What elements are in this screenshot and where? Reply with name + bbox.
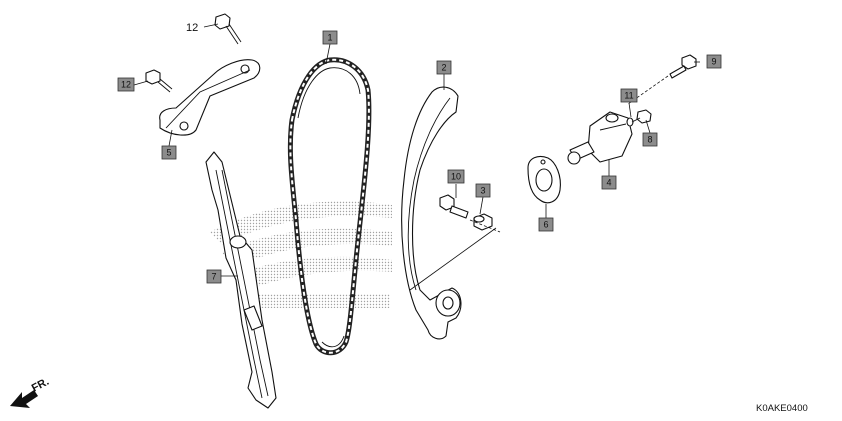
svg-text:10: 10 xyxy=(451,172,461,182)
collar-3 xyxy=(473,213,493,231)
cam-chain-1 xyxy=(287,57,372,356)
tensioner-lifter-4 xyxy=(567,111,633,165)
gasket-6 xyxy=(527,155,561,204)
svg-text:4: 4 xyxy=(606,178,611,188)
callout-2: 2 xyxy=(436,60,452,75)
svg-text:2: 2 xyxy=(441,63,446,73)
callout-6: 6 xyxy=(538,217,554,232)
bolt-10 xyxy=(439,194,469,219)
leader-lines xyxy=(133,23,700,277)
callout-1: 1 xyxy=(322,30,338,45)
callout-8: 8 xyxy=(642,132,658,147)
callout-4: 4 xyxy=(601,175,617,190)
svg-text:7: 7 xyxy=(211,272,216,282)
direction-label: FR. xyxy=(30,376,51,395)
callout-10: 10 xyxy=(447,169,465,184)
diagram-code: K0AKE0400 xyxy=(756,403,808,414)
svg-text:9: 9 xyxy=(711,57,716,67)
svg-text:3: 3 xyxy=(480,186,485,196)
callout-9: 9 xyxy=(706,54,722,69)
callout-5: 5 xyxy=(161,145,177,160)
bolt-12-left xyxy=(145,69,173,93)
svg-text:6: 6 xyxy=(543,220,548,230)
callout-12-top: 12 xyxy=(186,22,198,34)
chain-guide-7 xyxy=(205,151,277,409)
tensioner-guide-2 xyxy=(401,86,462,340)
callout-3: 3 xyxy=(475,183,491,198)
svg-text:1: 1 xyxy=(327,33,332,43)
svg-text:11: 11 xyxy=(624,91,633,101)
svg-text:8: 8 xyxy=(647,135,652,145)
callout-11: 11 xyxy=(620,88,638,103)
svg-text:12: 12 xyxy=(121,80,131,90)
callout-12-left: 12 xyxy=(117,77,135,92)
front-direction-arrow-icon xyxy=(10,390,38,408)
svg-text:5: 5 xyxy=(166,148,171,158)
callout-7: 7 xyxy=(206,269,222,284)
guide-plate-5 xyxy=(159,59,261,136)
bolt-12-top xyxy=(214,13,242,45)
screw-8-washer-11 xyxy=(626,109,652,127)
bolt-9 xyxy=(627,54,697,105)
